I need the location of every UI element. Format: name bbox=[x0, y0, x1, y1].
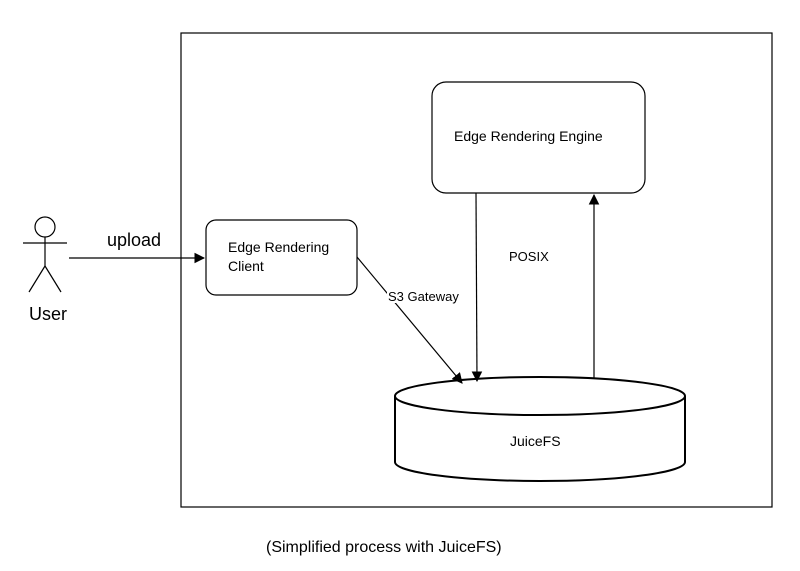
user-actor-icon bbox=[23, 216, 67, 293]
s3-gateway-edge-label: S3 Gateway bbox=[387, 289, 460, 304]
s3-gateway-edge bbox=[356, 256, 463, 384]
posix-edge-label: POSIX bbox=[509, 249, 549, 264]
engine-node-label: Edge Rendering Engine bbox=[454, 128, 603, 144]
upload-edge-label: upload bbox=[107, 230, 162, 250]
system-boundary bbox=[180, 32, 773, 508]
diagram-caption: (Simplified process with JuiceFS) bbox=[266, 539, 502, 556]
storage-node bbox=[394, 376, 686, 482]
engine-node bbox=[431, 81, 646, 194]
storage-node-label: JuiceFS bbox=[510, 433, 561, 449]
user-label: User bbox=[29, 304, 68, 324]
posix-down-edge bbox=[471, 192, 483, 383]
client-node-label-line1: Edge Rendering bbox=[228, 239, 330, 255]
client-node-label-line2: Client bbox=[228, 258, 264, 274]
